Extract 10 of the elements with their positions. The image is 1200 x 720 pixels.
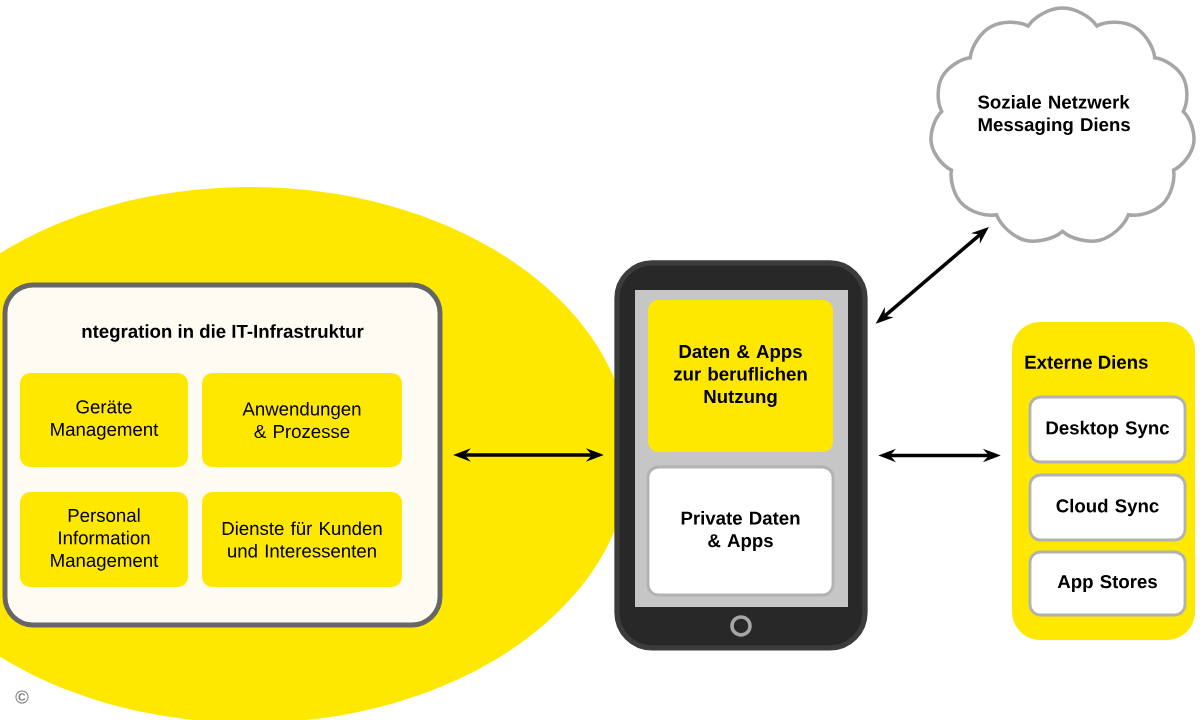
content-box: Geräte Management (20, 373, 188, 467)
content-box: Cloud Sync (1028, 473, 1187, 542)
content-box: Anwendungen & Prozesse (202, 373, 402, 467)
content-box: Desktop Sync (1028, 395, 1187, 464)
content-box: Private Daten & Apps (646, 465, 835, 597)
content-box: Daten & Apps zur beruflichen Nutzung (648, 300, 833, 452)
content-box: Dienste für Kunden und Interessenten (202, 492, 402, 587)
copyright-mark: © (15, 690, 29, 704)
content-box: App Stores (1028, 550, 1187, 617)
content-box: Personal Information Management (20, 492, 188, 587)
